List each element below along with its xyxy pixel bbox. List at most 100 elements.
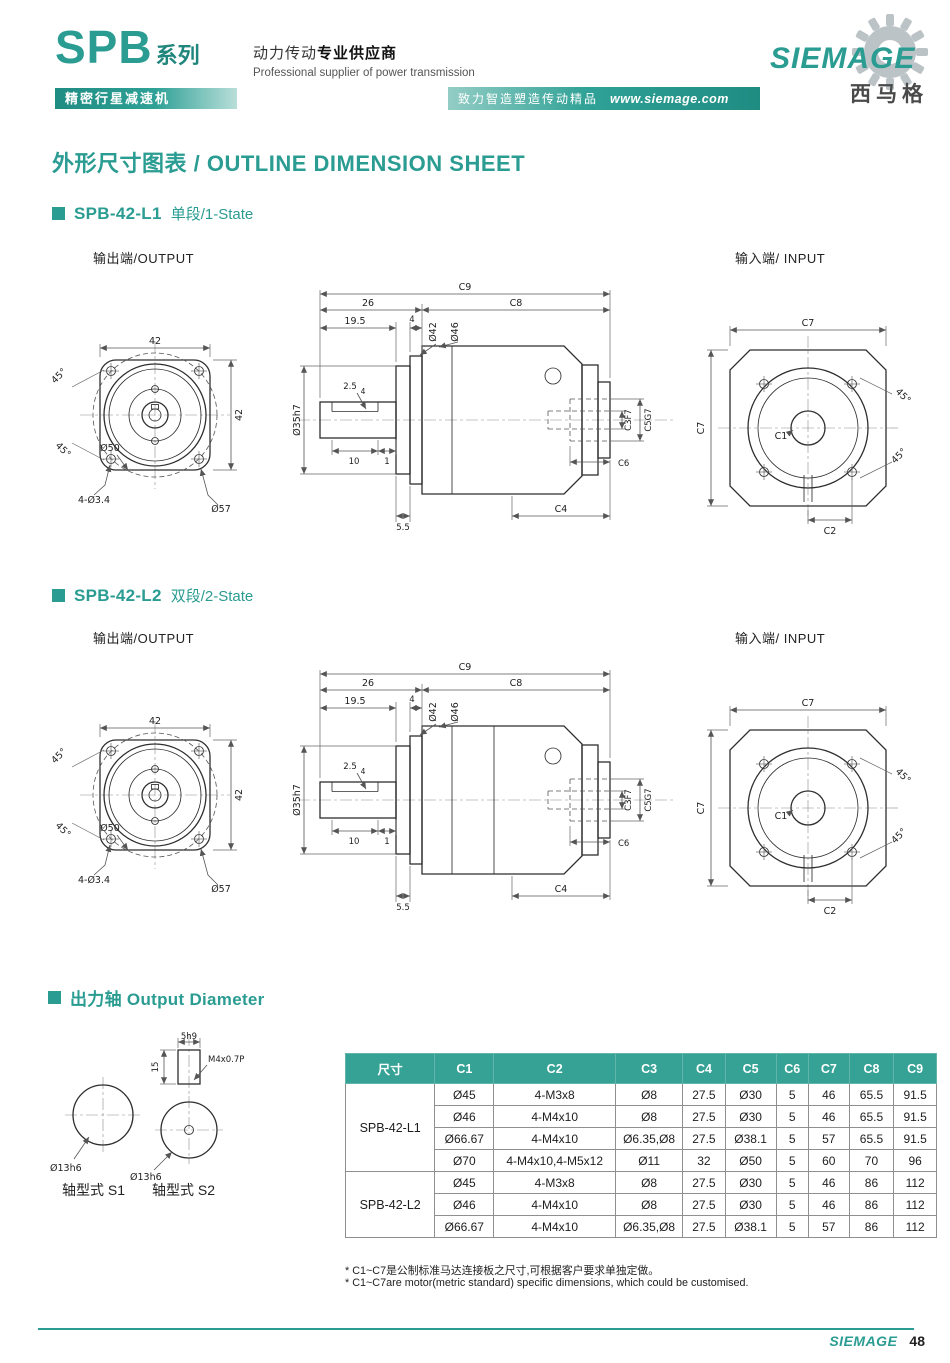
table-cell: 46	[808, 1193, 850, 1216]
dim-c4: C4	[555, 884, 568, 895]
table-cell: 86	[848, 1215, 895, 1238]
table-cell: Ø66.67	[434, 1215, 495, 1238]
shaft-s2-caption: 轴型式 S2	[152, 1182, 216, 1198]
dim-plate-4: 4	[409, 695, 414, 705]
centerlines	[80, 721, 230, 869]
dim-corner-circle: Ø57	[211, 504, 231, 515]
dim-d42: Ø42	[428, 322, 439, 342]
section-header-l2: SPB-42-L2 双段/2-State	[52, 585, 253, 606]
section-subtitle: 双段/2-State	[170, 588, 254, 605]
table-cell: 27.5	[682, 1215, 726, 1238]
table-cell: Ø8	[615, 1193, 684, 1216]
table-cell: 70	[848, 1149, 895, 1172]
dim-flange-width: 42	[149, 716, 161, 727]
dim-c7-top: C7	[802, 318, 815, 329]
series-tagline: 精密行星减速机	[65, 91, 171, 106]
website-url: www.siemage.com	[610, 91, 729, 106]
table-cell: Ø11	[615, 1149, 684, 1172]
page-number: 48	[909, 1333, 925, 1349]
bolt-holes	[756, 376, 860, 480]
dim-c8: C8	[510, 298, 523, 309]
centerlines	[80, 341, 230, 489]
table-cell: Ø30	[724, 1105, 777, 1128]
dim-angle-top: 45°	[893, 386, 913, 406]
table-cell: 112	[893, 1171, 937, 1194]
dim-boss-5-5: 5.5	[396, 523, 410, 533]
table-cell: 27.5	[682, 1193, 726, 1216]
table-cell: 4-M4x10,4-M5x12	[493, 1149, 617, 1172]
table-cell: 112	[893, 1193, 937, 1216]
footer-brand: SIEMAGE	[829, 1333, 898, 1349]
dim-d46: Ø46	[450, 322, 461, 342]
table-cell: 4-M4x10	[493, 1215, 617, 1238]
dim-c3: C3F7	[624, 409, 634, 431]
brand-name-cn: 西马格	[850, 83, 928, 106]
dim-plate-4: 4	[409, 315, 414, 325]
dim-d46: Ø46	[450, 702, 461, 722]
table-header-cell: C3	[615, 1053, 684, 1084]
dim-c9: C9	[459, 282, 472, 293]
table-cell: 27.5	[682, 1105, 726, 1128]
dim-angle-bottom: 45°	[889, 446, 909, 466]
slogan-cn: 动力传动专业供应商	[253, 42, 475, 63]
table-cell: 4-M4x10	[493, 1127, 617, 1150]
section-bullet-icon	[52, 207, 65, 220]
dim-bolt-holes: 4-Ø3.4	[78, 495, 110, 506]
table-cell: Ø50	[724, 1149, 777, 1172]
centerlines	[718, 336, 898, 522]
table-header-cell: C7	[808, 1053, 850, 1084]
dim-angle-bottom: 45°	[53, 440, 73, 460]
table-cell: 65.5	[848, 1105, 895, 1128]
output-view-label: 输出端/OUTPUT	[93, 631, 195, 646]
table-row: Ø70 4-M4x10,4-M5x12 Ø11 32 Ø50 5 60 70 9…	[346, 1149, 937, 1172]
l2-output-front-view-drawing: 42 42 45° 45° Ø50 4-Ø3.4 Ø57	[49, 716, 245, 895]
table-cell: Ø30	[724, 1171, 777, 1194]
dim-shaft-s2-d13: Ø13h6	[130, 1172, 162, 1183]
dim-26: 26	[362, 678, 374, 689]
table-cell: Ø6.35,Ø8	[615, 1215, 684, 1238]
dim-shaft-s1-d13: Ø13h6	[50, 1163, 82, 1174]
dim-c7-left: C7	[696, 422, 707, 435]
l1-input-rear-view-drawing: C7 C7 C1 C2 45° 45°	[696, 318, 913, 537]
table-cell: 5	[775, 1083, 810, 1106]
dim-angle-top: 45°	[893, 766, 913, 786]
table-cell: 27.5	[682, 1171, 726, 1194]
table-cell: Ø30	[724, 1083, 777, 1106]
slogan-en: Professional supplier of power transmiss…	[253, 67, 475, 79]
table-cell: 86	[848, 1193, 895, 1216]
table-cell: 5	[775, 1171, 810, 1194]
section-title: SPB-42-L2	[74, 585, 162, 605]
dim-pilot-d35: Ø35h7	[292, 404, 303, 436]
table-cell: 5	[775, 1105, 810, 1128]
shaft-s1-caption: 轴型式 S1	[62, 1182, 126, 1198]
dim-c4: C4	[555, 504, 568, 515]
series-logo-text: SPB	[55, 21, 153, 73]
table-cell: 60	[808, 1149, 850, 1172]
table-cell: 4-M3x8	[493, 1171, 617, 1194]
dimensions: 42 42 45° 45° Ø50 4-Ø3.4 Ø57	[49, 336, 245, 515]
l1-output-front-view-drawing: 42 42 45° 45° Ø50 4-Ø3.4 Ø57	[49, 336, 245, 515]
model-cell: SPB-42-L1	[344, 1083, 436, 1172]
section-subtitle: 单段/1-State	[170, 206, 254, 223]
table-cell: 91.5	[893, 1127, 937, 1150]
section-bullet-icon	[52, 589, 65, 602]
dimensions: C7 C7 C1 C2 45° 45°	[696, 698, 913, 917]
dim-key-4: 4	[361, 767, 366, 776]
section-header-output-diameter: 出力轴 Output Diameter	[48, 985, 265, 1010]
table-cell: Ø46	[434, 1193, 495, 1216]
dim-19-5: 19.5	[344, 316, 365, 327]
dim-c6: C6	[618, 839, 629, 849]
dim-c5: C5G7	[644, 408, 654, 431]
footnote-cn: * C1~C7是公制标准马达连接板之尺寸,可根据客户要求单独定做。	[345, 1265, 660, 1277]
table-header-cell: C5	[724, 1053, 777, 1084]
dim-corner-circle: Ø57	[211, 884, 231, 895]
body-outline	[319, 345, 611, 495]
dim-tap-m4: M4x0.7P	[208, 1055, 244, 1065]
table-header-cell: C1	[434, 1053, 495, 1084]
table-header-cell: C8	[848, 1053, 895, 1084]
dim-flange-height: 42	[234, 789, 245, 801]
table-header-cell: 尺寸	[344, 1053, 436, 1084]
table-cell: 4-M3x8	[493, 1083, 617, 1106]
table-cell: Ø8	[615, 1171, 684, 1194]
